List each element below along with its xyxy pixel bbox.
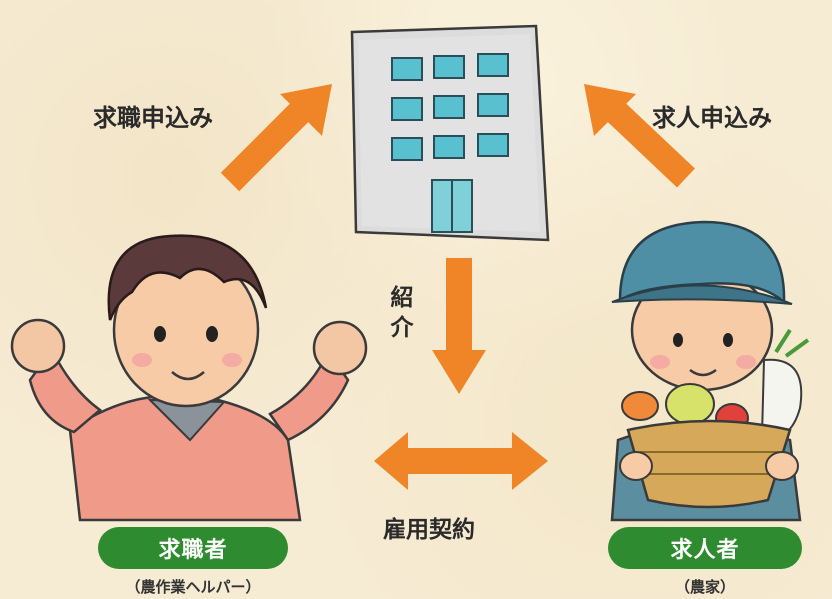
role-subtitle-job-seeker: （農作業ヘルパー） bbox=[125, 578, 261, 596]
job-seeker-illustration bbox=[10, 234, 368, 522]
arrow-job-offer-application bbox=[584, 84, 695, 188]
label-job-offer-application: 求人申込み bbox=[652, 104, 772, 132]
arrow-introduction bbox=[432, 258, 486, 394]
arrow-employment-contract bbox=[374, 432, 548, 490]
role-subtitle-employer: （農家） bbox=[674, 578, 735, 596]
office-building bbox=[350, 24, 550, 242]
label-job-application: 求職申込み bbox=[93, 104, 213, 132]
role-badge-job-seeker: 求職者 bbox=[98, 527, 288, 569]
role-badge-employer: 求人者 bbox=[608, 527, 802, 569]
arrow-job-application bbox=[220, 84, 332, 192]
employer-farmer-illustration bbox=[610, 220, 810, 522]
label-introduction: 紹介 bbox=[390, 285, 414, 341]
label-employment-contract: 雇用契約 bbox=[383, 517, 475, 543]
